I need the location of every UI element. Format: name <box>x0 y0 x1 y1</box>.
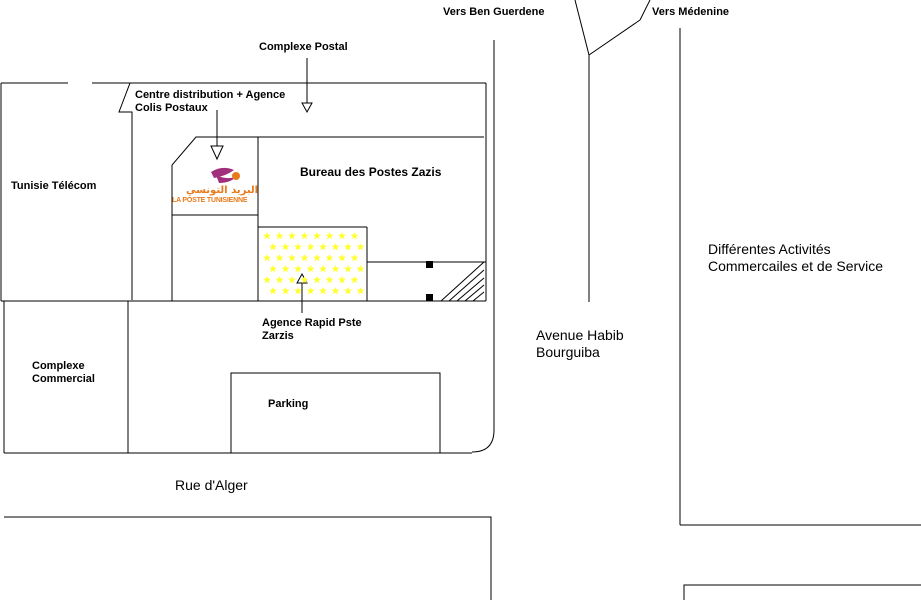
star-mark <box>344 265 352 273</box>
star-mark <box>269 265 277 273</box>
star-mark <box>294 243 302 251</box>
parking-rect <box>230 372 441 454</box>
star-mark <box>319 265 327 273</box>
star-mark <box>356 287 365 295</box>
star-mark <box>313 276 321 284</box>
label-activites-line2: Commercailes et de Service <box>708 258 884 274</box>
star-mark <box>275 232 284 240</box>
star-mark <box>263 276 271 284</box>
star-mark <box>269 243 277 251</box>
star-mark <box>300 254 309 262</box>
star-mark <box>356 265 365 273</box>
corner-curve <box>471 429 495 453</box>
star-mark <box>281 265 290 273</box>
star-mark <box>288 232 296 240</box>
star-mark <box>294 265 302 273</box>
label-complexe-postal: Complexe Postal <box>259 41 348 53</box>
star-mark <box>313 254 321 262</box>
bottom-right-block <box>683 584 921 600</box>
label-avenue-line2: Bourguiba <box>536 344 600 360</box>
la-poste-logo-icon <box>211 167 240 183</box>
star-mark <box>338 276 346 284</box>
label-complexe-commercial-line1: Complexe <box>32 360 85 372</box>
star-mark <box>275 254 284 262</box>
star-mark <box>319 287 327 295</box>
label-centre-distribution: Centre distribution + Agence Colis Posta… <box>135 89 285 115</box>
label-vers-ben-guerdene: Vers Ben Guerdene <box>443 6 545 18</box>
road-fork-left <box>574 0 590 56</box>
label-centre-distribution-line2: Colis Postaux <box>135 102 208 114</box>
star-mark <box>300 232 309 240</box>
gate-post-bottom <box>426 294 433 301</box>
star-mark <box>331 265 340 273</box>
label-complexe-commercial-line2: Commercial <box>32 373 95 385</box>
star-mark <box>281 243 290 251</box>
label-avenue-line1: Avenue Habib <box>536 327 624 343</box>
label-avenue-habib-bourguiba: Avenue Habib Bourguiba <box>536 327 624 361</box>
logo-arabic-text: البريد التونسي <box>186 185 259 196</box>
star-mark <box>325 254 334 262</box>
star-mark <box>344 243 352 251</box>
star-mark <box>300 276 309 284</box>
label-parking: Parking <box>268 398 309 410</box>
star-mark <box>319 243 327 251</box>
label-agence-rapid-line2: Zarzis <box>262 330 294 342</box>
star-mark <box>313 232 321 240</box>
star-mark <box>325 232 334 240</box>
star-mark <box>263 254 271 262</box>
star-mark <box>325 276 334 284</box>
star-mark <box>350 276 359 284</box>
star-mark <box>331 243 340 251</box>
star-mark <box>288 276 296 284</box>
star-mark <box>338 254 346 262</box>
star-mark <box>306 287 315 295</box>
label-bureau-postes: Bureau des Postes Zazis <box>300 165 442 179</box>
star-mark <box>306 265 315 273</box>
inner-building-top <box>171 136 484 301</box>
label-complexe-commercial: Complexe Commercial <box>32 360 95 386</box>
road-fork-right <box>588 19 641 56</box>
star-mark <box>350 232 359 240</box>
star-mark <box>356 243 365 251</box>
label-agence-rapid-line1: Agence Rapid Pste <box>262 317 362 329</box>
star-mark <box>294 287 302 295</box>
gate-post-top <box>426 261 433 268</box>
label-centre-distribution-line1: Centre distribution + Agence <box>135 89 286 101</box>
label-vers-medenine: Vers Médenine <box>652 6 730 18</box>
star-mark <box>288 254 296 262</box>
star-mark <box>350 254 359 262</box>
label-agence-rapid: Agence Rapid Pste Zarzis <box>262 317 362 343</box>
star-mark <box>344 287 352 295</box>
star-mark <box>306 243 315 251</box>
star-pattern <box>263 232 365 295</box>
star-mark <box>331 287 340 295</box>
star-mark <box>281 287 290 295</box>
label-activites-line1: Différentes Activités <box>708 241 831 257</box>
label-rue-d-alger: Rue d'Alger <box>175 477 248 493</box>
star-mark <box>269 287 277 295</box>
star-mark <box>263 232 271 240</box>
outer-top-notch <box>92 82 133 300</box>
star-mark <box>338 232 346 240</box>
bottom-block <box>4 516 492 600</box>
star-mark <box>275 276 284 284</box>
label-tunisie-telecom: Tunisie Télécom <box>11 180 97 192</box>
logo-french-text: LA POSTE TUNISIENNE <box>172 197 248 204</box>
ramp-hatch <box>440 261 485 302</box>
label-differentes-activites: Différentes Activités Commercailes et de… <box>708 241 883 275</box>
road-fork-right-top <box>639 0 651 21</box>
